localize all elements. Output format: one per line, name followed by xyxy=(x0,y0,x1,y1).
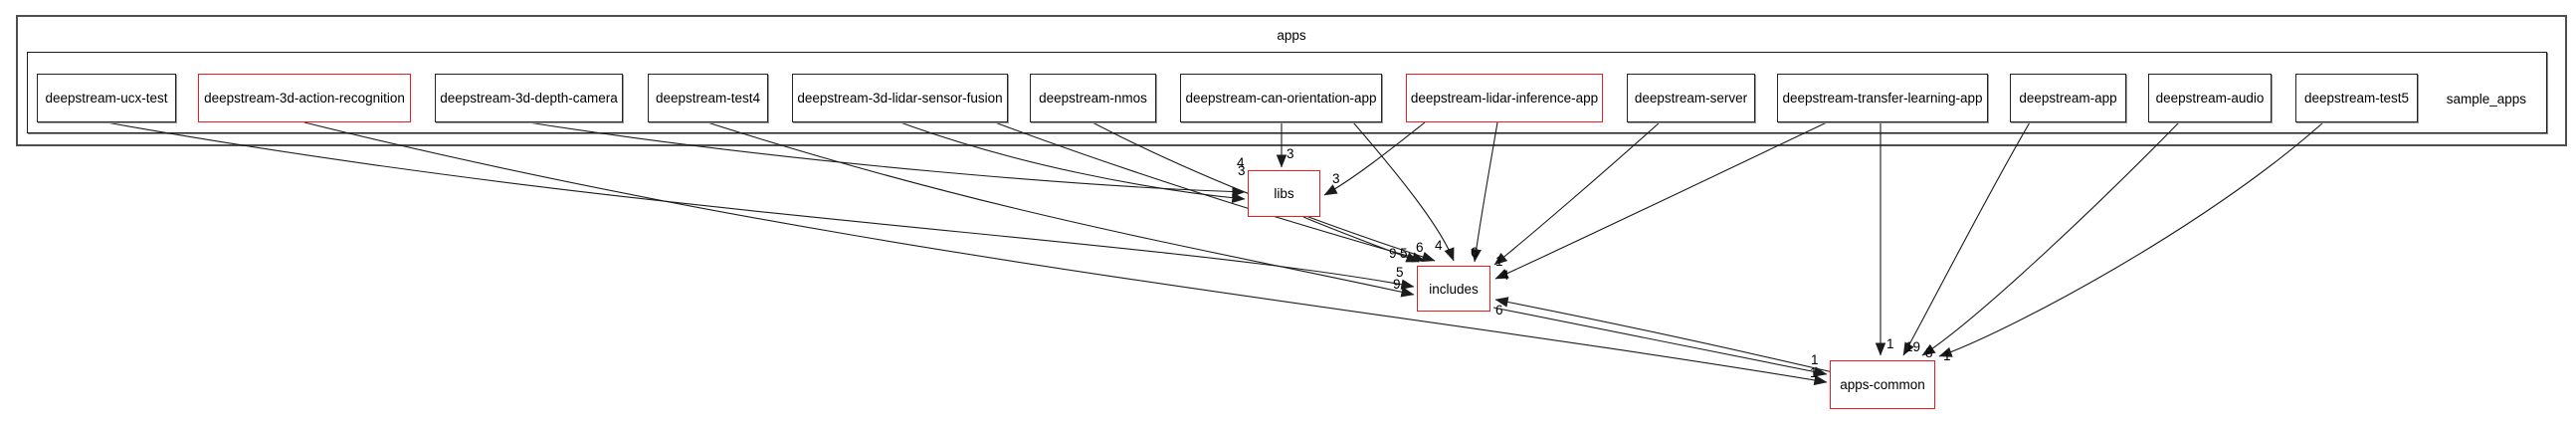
edge-includes-to-apps-common xyxy=(1492,307,1828,377)
edge-count-label-deepstream-can-orientation-app-to-libs: 3 xyxy=(1287,146,1294,161)
edge-count-label-libs-to-includes: 9 xyxy=(1389,246,1397,261)
edge-apps-common-to-includes xyxy=(1494,297,1834,373)
cluster-apps-label: apps xyxy=(1277,28,1306,43)
edge-deepstream-3d-depth-camera-to-libs xyxy=(527,121,1246,197)
edge-count-label-deepstream-audio-to-apps-common: 8 xyxy=(1925,345,1933,360)
edge-deepstream-app-to-apps-common xyxy=(1902,121,2031,356)
edge-deepstream-lidar-inference-app-to-includes xyxy=(1471,121,1498,263)
edge-deepstream-audio-to-apps-common xyxy=(1921,121,2180,356)
node-deepstream-ucx-test[interactable]: deepstream-ucx-test xyxy=(37,74,176,122)
edge-deepstream-can-orientation-app-to-includes xyxy=(1352,121,1455,262)
cluster-sample-apps-label: sample_apps xyxy=(2446,92,2526,106)
edge-count-label-includes-to-apps-common: 1 xyxy=(1811,352,1819,367)
edge-deepstream-server-to-includes xyxy=(1493,121,1661,266)
edge-count-label-deepstream-test4-to-includes: 9 xyxy=(1393,277,1401,292)
node-deepstream-3d-lidar-sensor-fusion[interactable]: deepstream-3d-lidar-sensor-fusion xyxy=(792,74,1008,122)
edge-libs-to-includes xyxy=(1302,216,1420,263)
edge-deepstream-lidar-inference-app-to-libs xyxy=(1323,121,1426,196)
node-deepstream-test4[interactable]: deepstream-test4 xyxy=(648,74,768,122)
edge-deepstream-3d-action-recognition-to-apps-common xyxy=(303,121,1828,386)
edge-count-label-apps-common-to-includes: 6 xyxy=(1495,303,1503,318)
edge-deepstream-test5-to-apps-common xyxy=(1938,121,2324,357)
edge-count-label-deepstream-transfer-learning-app-to-apps-common: 1 xyxy=(1886,336,1894,351)
edge-count-label-deepstream-transfer-learning-app-to-includes: 4 xyxy=(1501,268,1509,283)
edge-count-label-deepstream-can-orientation-app-to-includes: 4 xyxy=(1435,238,1443,253)
edge-count-label-deepstream-ucx-test-to-includes: 5 xyxy=(1396,265,1404,280)
node-deepstream-test5[interactable]: deepstream-test5 xyxy=(2295,74,2418,122)
node-deepstream-lidar-inference-app[interactable]: deepstream-lidar-inference-app xyxy=(1406,74,1603,122)
edge-count-label-deepstream-3d-lidar-sensor-fusion-to-libs: 3 xyxy=(1238,163,1246,178)
edge-count-label-deepstream-3d-lidar-sensor-fusion-to-includes: 5 xyxy=(1400,246,1408,261)
node-deepstream-app[interactable]: deepstream-app xyxy=(2010,74,2126,122)
edge-count-label-deepstream-nmos-to-includes: 6 xyxy=(1416,240,1424,255)
edge-count-label-deepstream-lidar-inference-app-to-libs: 3 xyxy=(1332,171,1340,186)
node-deepstream-can-orientation-app[interactable]: deepstream-can-orientation-app xyxy=(1180,74,1382,122)
node-includes[interactable]: includes xyxy=(1417,266,1490,312)
node-apps-common[interactable]: apps-common xyxy=(1830,360,1935,409)
edge-count-label-deepstream-app-to-apps-common: 19 xyxy=(1905,339,1920,354)
edge-count-label-deepstream-3d-depth-camera-to-libs: 4 xyxy=(1237,155,1245,170)
edge-count-label-deepstream-test5-to-apps-common: 1 xyxy=(1943,348,1951,363)
node-deepstream-3d-depth-camera[interactable]: deepstream-3d-depth-camera xyxy=(435,74,623,122)
edge-count-label-deepstream-server-to-includes: 1 xyxy=(1495,254,1503,269)
node-deepstream-transfer-learning-app[interactable]: deepstream-transfer-learning-app xyxy=(1777,74,1988,122)
edge-deepstream-3d-lidar-sensor-fusion-to-includes xyxy=(994,121,1426,263)
node-libs[interactable]: libs xyxy=(1248,170,1320,217)
edge-deepstream-transfer-learning-app-to-includes xyxy=(1494,121,1828,280)
edge-count-label-deepstream-lidar-inference-app-to-includes: 6 xyxy=(1471,245,1479,260)
edge-deepstream-test4-to-includes xyxy=(706,121,1415,298)
node-deepstream-audio[interactable]: deepstream-audio xyxy=(2148,74,2272,122)
node-deepstream-nmos[interactable]: deepstream-nmos xyxy=(1030,74,1156,122)
node-deepstream-server[interactable]: deepstream-server xyxy=(1627,74,1755,122)
node-deepstream-3d-action-recognition[interactable]: deepstream-3d-action-recognition xyxy=(198,74,411,122)
